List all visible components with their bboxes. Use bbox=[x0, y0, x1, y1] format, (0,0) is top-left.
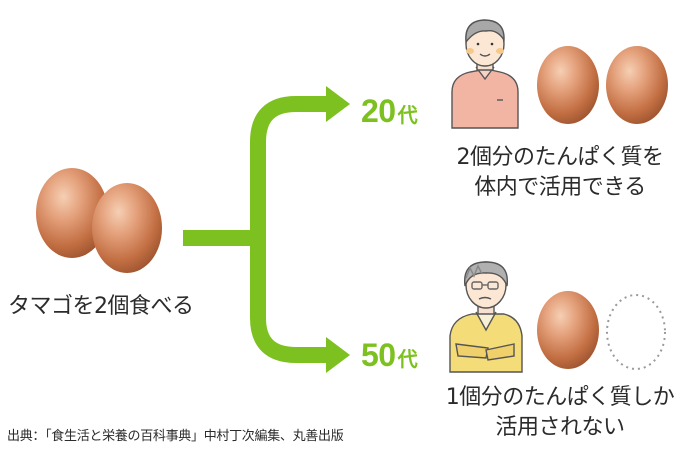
result-line: 1個分のたんぱく質しか bbox=[445, 385, 675, 410]
older-man-icon bbox=[449, 261, 523, 373]
egg-icon bbox=[92, 183, 162, 273]
age-suffix: 代 bbox=[397, 349, 418, 371]
age-number: 20 bbox=[361, 93, 396, 129]
source-citation: 出典：「食生活と栄養の百科事典」中村丁次編集、丸善出版 bbox=[7, 429, 344, 444]
missing-egg-icon bbox=[606, 294, 666, 370]
left-label: タマゴを2個食べる bbox=[8, 294, 194, 319]
branch-arrow bbox=[183, 96, 328, 363]
young-man-icon bbox=[451, 19, 519, 129]
result-line: 2個分のたんぱく質を bbox=[456, 145, 665, 170]
arrow-icon bbox=[326, 86, 350, 122]
arrow-icon bbox=[326, 337, 350, 373]
egg-icon bbox=[537, 46, 599, 124]
egg-icon bbox=[537, 291, 599, 369]
result-line: 活用されない bbox=[495, 415, 625, 440]
left-egg-pair bbox=[36, 168, 162, 273]
result-text-50s: 1個分のたんぱく質しか 活用されない bbox=[440, 383, 680, 443]
result-line: 体内で活用できる bbox=[474, 175, 646, 200]
result-text-20s: 2個分のたんぱく質を 体内で活用できる bbox=[440, 143, 680, 203]
age-suffix: 代 bbox=[397, 105, 418, 127]
egg-icon bbox=[36, 168, 108, 258]
egg-icon bbox=[606, 46, 668, 124]
age-number: 50 bbox=[361, 337, 396, 373]
